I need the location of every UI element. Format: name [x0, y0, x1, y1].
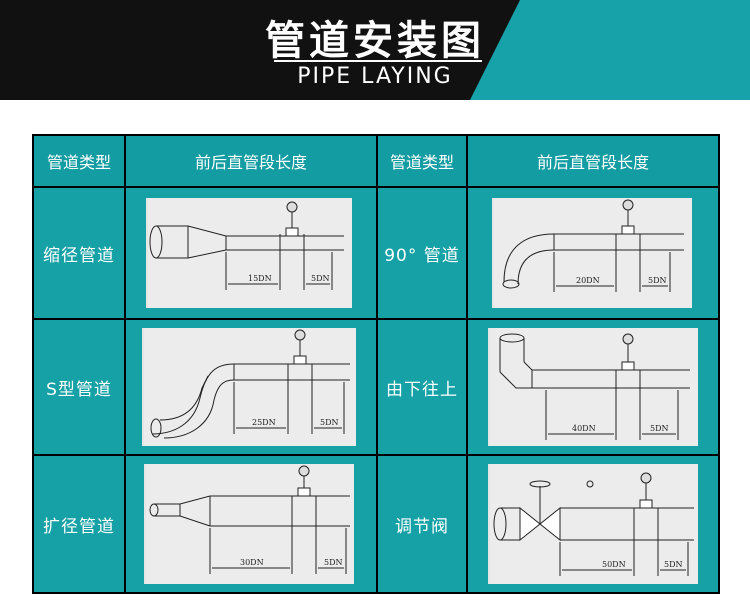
valve-downstream-length: 5DN [664, 560, 683, 569]
type-control-valve: 调节阀 [378, 456, 466, 592]
elbow-downstream-length: 5DN [648, 276, 667, 285]
diagram-expander-svg: 30DN 5DN [149, 465, 350, 574]
s-bend-downstream-length: 5DN [320, 418, 339, 427]
diagram-reducer: 15DN 5DN [146, 198, 352, 308]
header-straight-length-left: 前后直管段长度 [126, 136, 376, 186]
diagram-bottom-to-top: 40DN 5DN [488, 328, 698, 446]
diagram-bottom-to-top-svg: 40DN 5DN [499, 333, 690, 440]
reducer-downstream-length: 5DN [311, 274, 330, 283]
riser-downstream-length: 5DN [650, 424, 669, 433]
diagram-expander: 30DN 5DN [144, 464, 354, 584]
diagram-cell-reducer: 15DN 5DN [126, 188, 376, 318]
pipe-installation-table: 管道类型 前后直管段长度 管道类型 前后直管段长度 缩径管道 [32, 134, 720, 594]
diagram-s-bend-svg: 25DN 5DN [150, 329, 350, 439]
diagram-cell-expander: 30DN 5DN [126, 456, 376, 592]
diagram-90-degree-svg: 20DN 5DN [502, 199, 684, 292]
banner-background [0, 0, 750, 100]
diagram-control-valve: 50DN 5DN [488, 464, 698, 584]
header-pipe-type-left: 管道类型 [34, 136, 124, 186]
page-subtitle: PIPE LAYING [297, 64, 453, 89]
type-reducer: 缩径管道 [34, 188, 124, 318]
diagram-cell-90-degree: 20DN 5DN [468, 188, 718, 318]
diagram-reducer-svg: 15DN 5DN [149, 201, 344, 290]
type-90-degree: 90° 管道 [378, 188, 466, 318]
header-pipe-type-right: 管道类型 [378, 136, 466, 186]
s-bend-upstream-length: 25DN [252, 418, 276, 427]
elbow-upstream-length: 20DN [576, 276, 600, 285]
diagram-cell-bottom-to-top: 40DN 5DN [468, 320, 718, 454]
type-expander: 扩径管道 [34, 456, 124, 592]
type-bottom-to-top: 由下往上 [378, 320, 466, 454]
header-banner: 管道安装图 PIPE LAYING [0, 0, 750, 100]
diagram-cell-s-bend: 25DN 5DN [126, 320, 376, 454]
diagram-90-degree: 20DN 5DN [492, 198, 692, 308]
title-divider [274, 60, 482, 62]
diagram-cell-control-valve: 50DN 5DN [468, 456, 718, 592]
expander-upstream-length: 30DN [240, 558, 264, 567]
header-straight-length-right: 前后直管段长度 [468, 136, 718, 186]
riser-upstream-length: 40DN [572, 424, 596, 433]
type-s-bend: S型管道 [34, 320, 124, 454]
expander-downstream-length: 5DN [324, 558, 343, 567]
diagram-s-bend: 25DN 5DN [142, 328, 356, 446]
diagram-control-valve-svg: 50DN 5DN [493, 472, 694, 576]
page-title: 管道安装图 [265, 18, 485, 64]
valve-upstream-length: 50DN [602, 560, 626, 569]
reducer-upstream-length: 15DN [248, 274, 272, 283]
